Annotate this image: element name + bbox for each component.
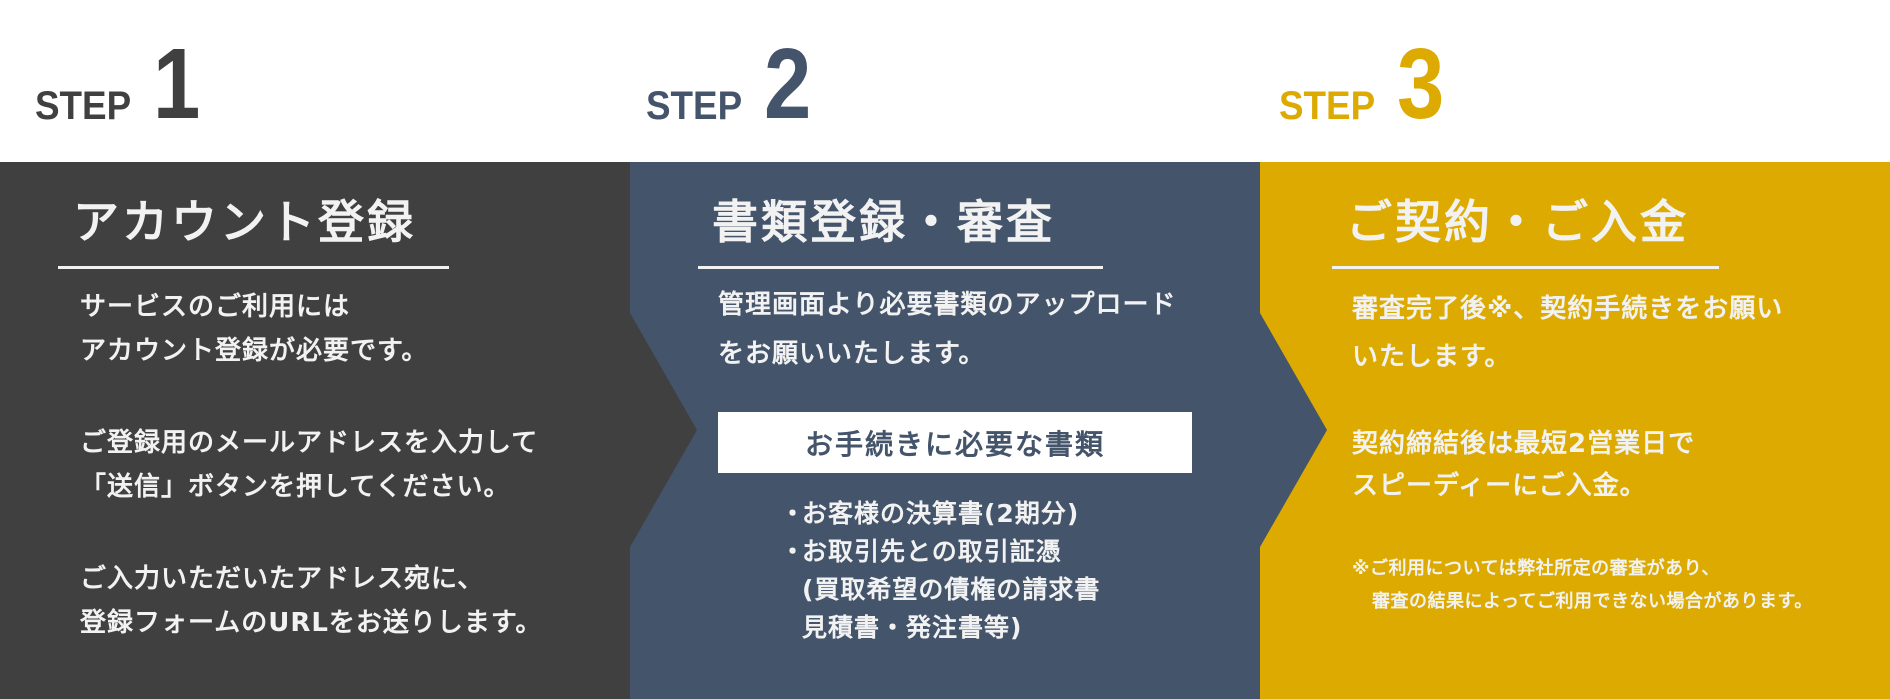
body-line: ご登録用のメールアドレスを入力して	[80, 428, 539, 458]
step-1-label: STEP 1	[35, 28, 209, 140]
required-documents-list: ・ お客様の決算書(2期分) ・ お取引先との取引証憑 (買取希望の債権の請求書…	[780, 495, 1100, 647]
list-item-text: 見積書・発注書等)	[802, 613, 1023, 642]
body-line: 「送信」ボタンを押してください。	[80, 472, 511, 502]
step-2-panel: 書類登録・審査 管理画面より必要書類のアップロード をお願いいたします。 お手続…	[630, 162, 1327, 699]
title-underline	[1332, 266, 1719, 269]
step-2-label: STEP 2	[646, 28, 820, 140]
step-word: STEP	[35, 84, 132, 128]
required-documents-box: お手続きに必要な書類	[718, 412, 1192, 473]
panel-title: 書類登録・審査	[712, 195, 1055, 249]
panel-body: 審査完了後※、契約手続きをお願い いたします。	[1352, 285, 1783, 381]
panel-title: ご契約・ご入金	[1346, 195, 1689, 249]
payout-speed-text: 契約締結後は最短2営業日で スピーディーにご入金。	[1352, 423, 1695, 507]
step-1-panel: アカウント登録 サービスのご利用には アカウント登録が必要です。 ご登録用のメー…	[0, 162, 697, 699]
list-item-text: (買取希望の債権の請求書	[802, 575, 1101, 604]
step-word: STEP	[1279, 84, 1376, 128]
panel-title: アカウント登録	[73, 195, 416, 249]
body-line: アカウント登録が必要です。	[80, 336, 429, 366]
body-line: いたします。	[1352, 342, 1512, 372]
body-line: サービスのご利用には	[80, 292, 351, 322]
step-number: 1	[153, 28, 201, 140]
step-3-label: STEP 3	[1279, 28, 1453, 140]
step-number: 3	[1397, 28, 1445, 140]
panel-body: サービスのご利用には アカウント登録が必要です。 ご登録用のメールアドレスを入力…	[80, 285, 542, 645]
list-item-text: お取引先との取引証憑	[802, 537, 1062, 566]
list-item-text: お客様の決算書(2期分)	[802, 499, 1080, 528]
footnote-line: ※ご利用については弊社所定の審査があり、	[1352, 558, 1720, 579]
body-line: 登録フォームのURLをお送りします。	[80, 608, 543, 638]
panel-body: 管理画面より必要書類のアップロード をお願いいたします。	[718, 281, 1176, 379]
title-underline	[58, 266, 449, 269]
required-documents-heading: お手続きに必要な書類	[804, 427, 1105, 461]
body-line: 審査完了後※、契約手続きをお願い	[1352, 294, 1784, 324]
step-number: 2	[764, 28, 812, 140]
body-line: スピーディーにご入金。	[1352, 471, 1647, 501]
list-item: ・ お客様の決算書(2期分)	[780, 495, 1100, 533]
footnote-line: 審査の結果によってご利用できない場合があります。	[1372, 591, 1813, 612]
body-line: 管理画面より必要書類のアップロード	[718, 290, 1177, 320]
title-underline	[698, 266, 1103, 269]
body-line: ご入力いただいたアドレス宛に、	[80, 564, 485, 594]
body-line: をお願いいたします。	[718, 339, 986, 369]
list-item: ・ お取引先との取引証憑	[780, 533, 1100, 571]
bullet-icon: ・	[780, 537, 807, 566]
footnote: ※ご利用については弊社所定の審査があり、 審査の結果によってご利用できない場合が…	[1352, 552, 1813, 618]
body-line: 契約締結後は最短2営業日で	[1352, 429, 1696, 459]
bullet-icon: ・	[780, 499, 807, 528]
step-3-panel: ご契約・ご入金 審査完了後※、契約手続きをお願い いたします。 契約締結後は最短…	[1260, 162, 1890, 699]
step-word: STEP	[646, 84, 743, 128]
